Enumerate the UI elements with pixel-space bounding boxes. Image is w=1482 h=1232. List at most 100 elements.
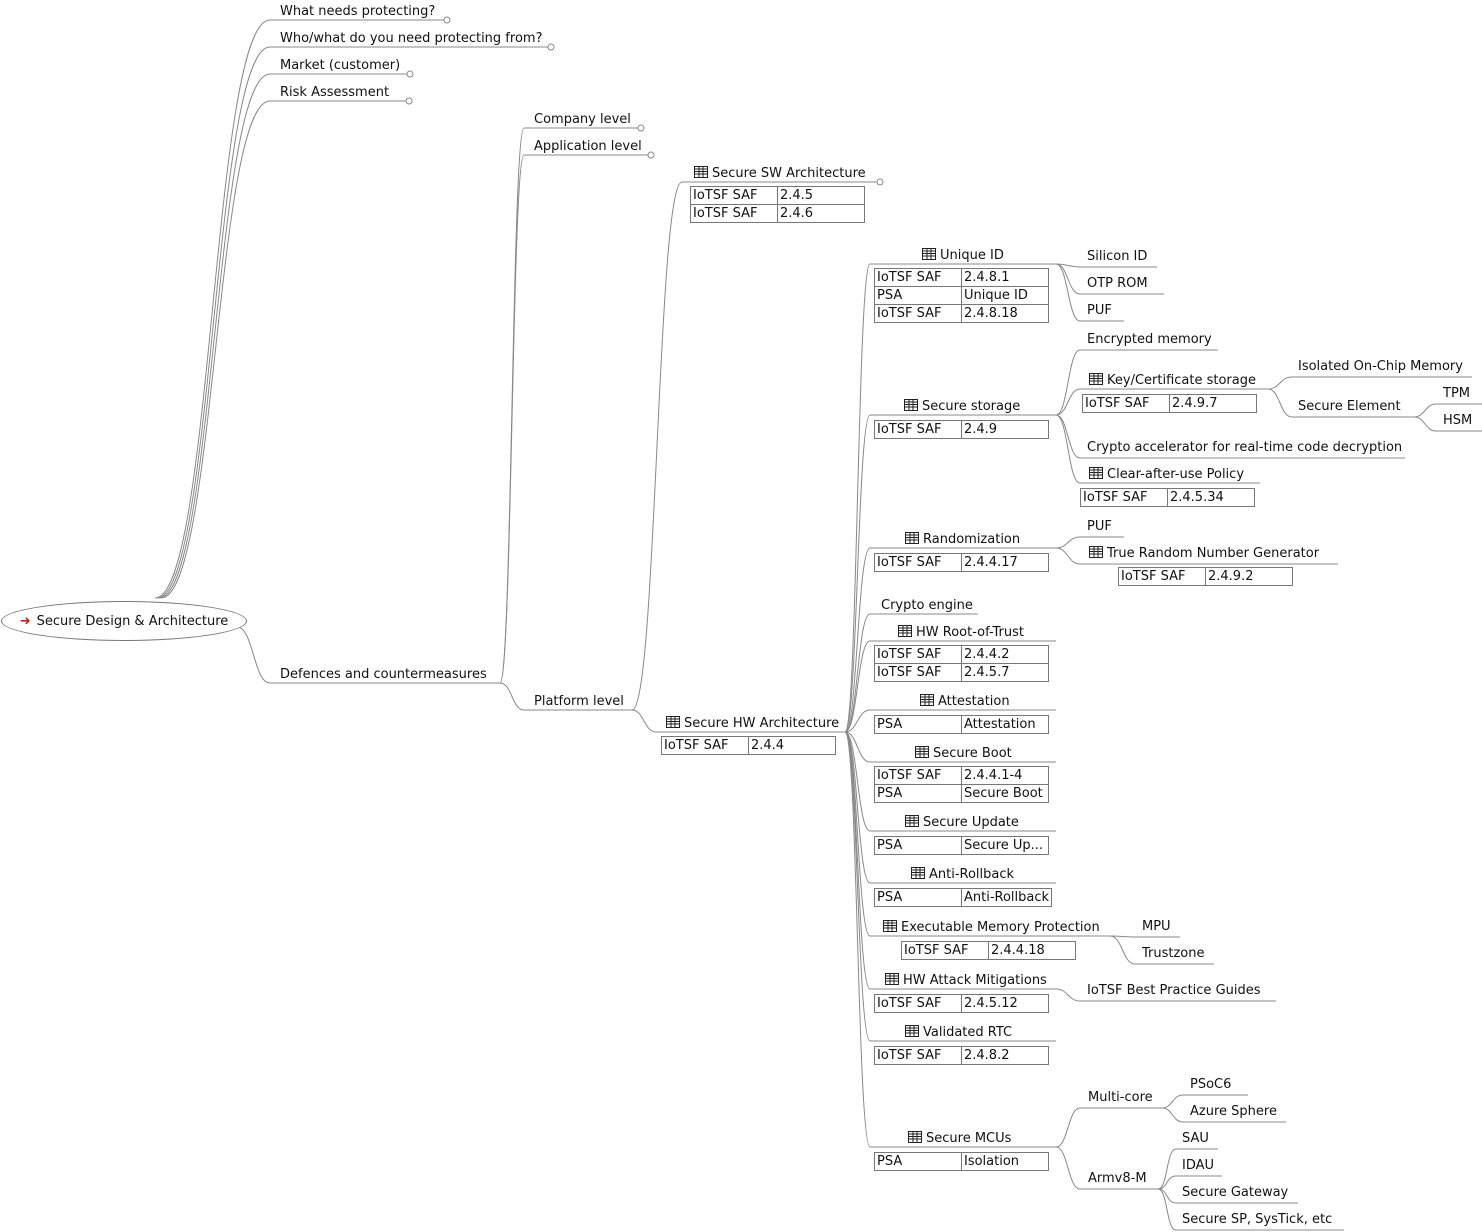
node-mpu[interactable]: MPU (1142, 919, 1171, 935)
node-def[interactable]: Defences and countermeasures (280, 667, 487, 683)
node-su[interactable]: Secure Update (905, 815, 1019, 831)
table-value-cell: 2.4.5.12 (961, 994, 1049, 1013)
node-silicon[interactable]: Silicon ID (1087, 249, 1147, 265)
node-ss[interactable]: Secure storage (904, 399, 1020, 415)
node-cacc[interactable]: Crypto accelerator for real-time code de… (1087, 440, 1402, 456)
node-label: Secure HW Architecture (684, 716, 840, 731)
node-who[interactable]: Who/what do you need protecting from? (280, 31, 542, 47)
node-label: IoTSF Best Practice Guides (1087, 983, 1261, 998)
node-label: Market (customer) (280, 58, 401, 73)
node-label: Company level (534, 112, 631, 127)
table-key-cell: IoTSF SAF (874, 420, 962, 439)
node-hwrot[interactable]: HW Root-of-Trust (898, 625, 1024, 641)
node-sb[interactable]: Secure Boot (915, 746, 1012, 762)
node-bpg[interactable]: IoTSF Best Practice Guides (1087, 983, 1261, 999)
node-iocm[interactable]: Isolated On-Chip Memory (1298, 359, 1463, 375)
collapse-knob[interactable] (637, 124, 645, 132)
node-puf2[interactable]: PUF (1087, 519, 1112, 535)
node-hwam[interactable]: HW Attack Mitigations (885, 973, 1047, 989)
collapse-knob[interactable] (547, 43, 555, 51)
node-label: Attestation (938, 694, 1010, 709)
table-icon (911, 867, 925, 879)
node-label: Application level (534, 139, 642, 154)
node-armv8[interactable]: Armv8-M (1088, 1171, 1147, 1187)
node-att[interactable]: Attestation (920, 694, 1010, 710)
branch-curve (1413, 416, 1437, 432)
collapse-knob[interactable] (876, 178, 884, 186)
table-icon (1089, 467, 1103, 479)
collapse-knob[interactable] (443, 16, 451, 24)
node-label: Platform level (534, 694, 624, 709)
table-value-cell: 2.4.4.1-4 (961, 766, 1049, 785)
node-ssp[interactable]: Secure SP, SysTick, etc (1182, 1212, 1332, 1228)
branch-curve (844, 414, 871, 733)
table-key-cell: IoTSF SAF (874, 268, 962, 287)
table-value-cell: Isolation (961, 1152, 1049, 1171)
node-rtc[interactable]: Validated RTC (905, 1025, 1012, 1041)
node-enc[interactable]: Encrypted memory (1087, 332, 1212, 348)
node-hsm[interactable]: HSM (1443, 413, 1472, 429)
table-value-cell: 2.4.4.17 (961, 553, 1049, 572)
node-rand[interactable]: Randomization (905, 532, 1020, 548)
table-value-cell: 2.4.9 (961, 420, 1049, 439)
node-azure[interactable]: Azure Sphere (1190, 1104, 1277, 1120)
node-label: Validated RTC (923, 1025, 1013, 1040)
table-icon (908, 1131, 922, 1143)
branch-curve (844, 640, 871, 733)
collapse-knob[interactable] (406, 70, 414, 78)
node-label: Secure MCUs (926, 1131, 1012, 1146)
node-app[interactable]: Application level (534, 139, 642, 155)
table-key-cell: IoTSF SAF (661, 736, 749, 755)
node-label: HSM (1443, 413, 1473, 428)
node-label: What needs protecting? (280, 4, 436, 19)
collapse-knob[interactable] (647, 151, 655, 159)
node-hw[interactable]: Secure HW Architecture (666, 716, 839, 732)
node-sw[interactable]: Secure SW Architecture (694, 166, 866, 182)
node-what[interactable]: What needs protecting? (280, 4, 435, 20)
collapse-knob[interactable] (405, 97, 413, 105)
red-arrow-icon: ➜ (19, 613, 31, 629)
branch-curve (844, 547, 871, 733)
node-psoc[interactable]: PSoC6 (1190, 1077, 1231, 1093)
node-tpm[interactable]: TPM (1443, 386, 1470, 402)
table-icon (1089, 546, 1103, 558)
node-tz[interactable]: Trustzone (1142, 946, 1205, 962)
table-icon (905, 1025, 919, 1037)
node-cau[interactable]: Clear-after-use Policy (1089, 467, 1244, 483)
node-risk[interactable]: Risk Assessment (280, 85, 389, 101)
node-kcs[interactable]: Key/Certificate storage (1089, 373, 1256, 389)
branch-curve (499, 682, 525, 711)
table-icon (922, 248, 936, 260)
branch-curve (1055, 1107, 1081, 1148)
table-value-cell: 2.4.4 (748, 736, 836, 755)
node-mcu[interactable]: Secure MCUs (908, 1131, 1011, 1147)
node-trng[interactable]: True Random Number Generator (1089, 546, 1319, 562)
node-idau[interactable]: IDAU (1182, 1158, 1214, 1174)
node-se[interactable]: Secure Element (1298, 399, 1401, 415)
node-sau[interactable]: SAU (1182, 1131, 1209, 1147)
node-ce[interactable]: Crypto engine (881, 598, 973, 614)
node-platform[interactable]: Platform level (534, 694, 624, 710)
node-sg[interactable]: Secure Gateway (1182, 1185, 1288, 1201)
node-emp[interactable]: Executable Memory Protection (883, 920, 1100, 936)
node-puf1[interactable]: PUF (1087, 303, 1112, 319)
node-company[interactable]: Company level (534, 112, 631, 128)
node-mc[interactable]: Multi-core (1088, 1090, 1153, 1106)
node-otp[interactable]: OTP ROM (1087, 276, 1148, 292)
node-label: Anti-Rollback (929, 867, 1015, 882)
node-label: Armv8-M (1088, 1171, 1147, 1186)
node-market[interactable]: Market (customer) (280, 58, 400, 74)
node-ar[interactable]: Anti-Rollback (911, 867, 1014, 883)
node-uid[interactable]: Unique ID (922, 248, 1004, 264)
node-label: Secure Update (923, 815, 1019, 830)
branch-curve (158, 73, 271, 599)
root-node[interactable]: ➜ Secure Design & Architecture (1, 601, 247, 641)
